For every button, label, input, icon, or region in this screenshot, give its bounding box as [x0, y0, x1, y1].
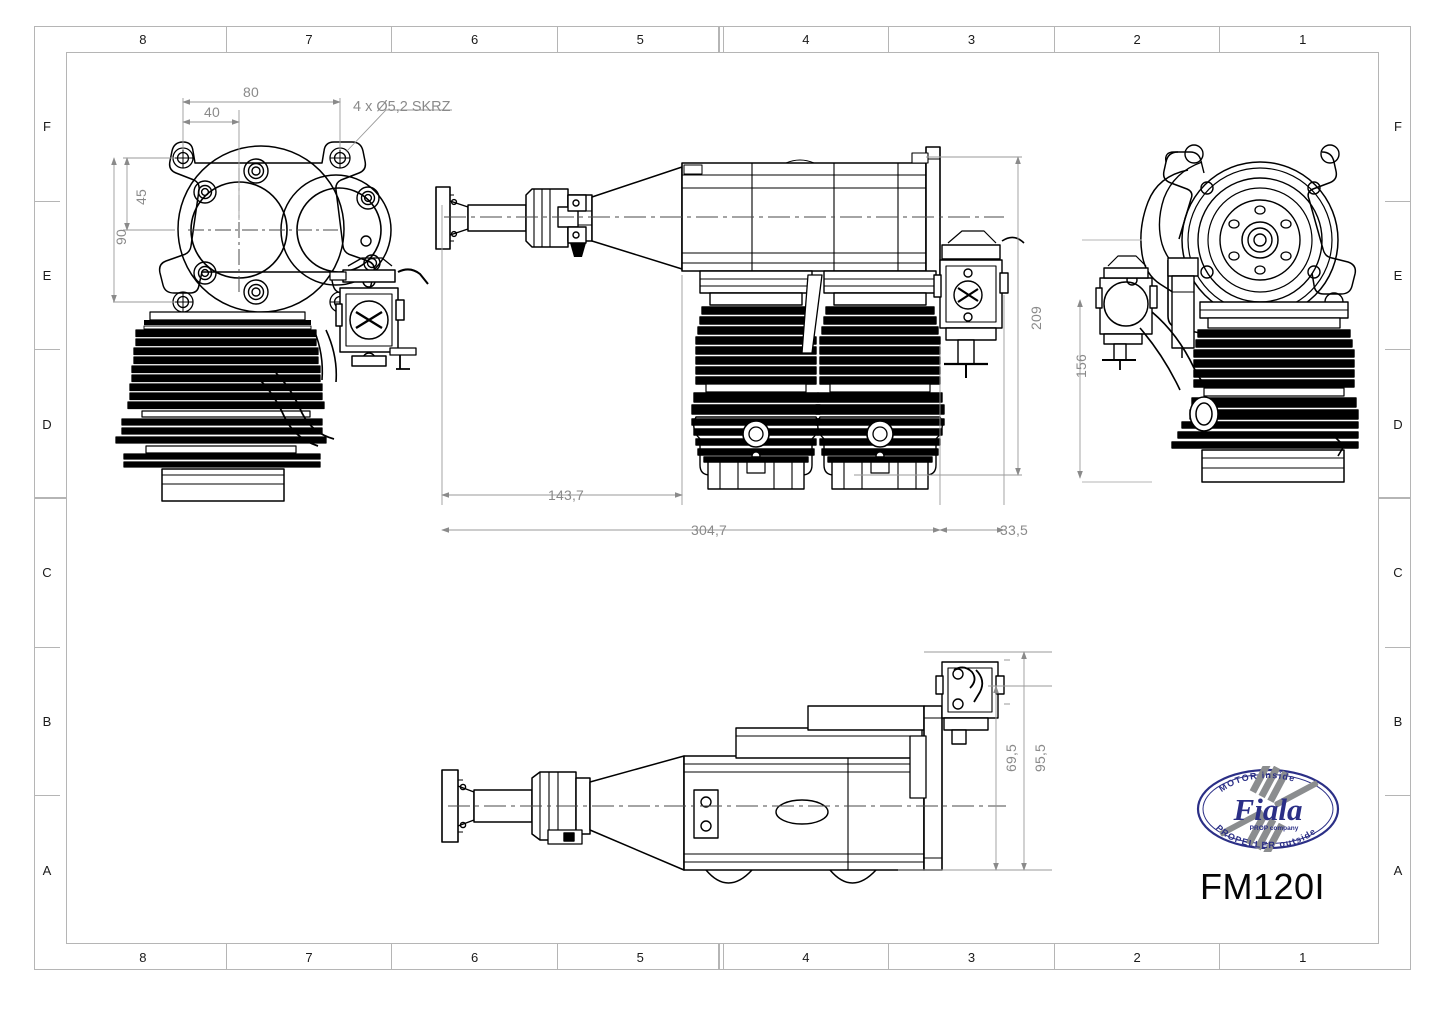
- zone-row-C-left: C: [34, 498, 60, 647]
- rear-dim-156: 156: [1073, 354, 1089, 378]
- side-dim-33-5: 33,5: [1000, 522, 1029, 538]
- center-mark-bottom: [718, 944, 720, 970]
- zone-col-2-top: 2: [1053, 26, 1220, 52]
- zone-row-E-left: E: [34, 200, 60, 350]
- center-mark-top: [718, 26, 720, 52]
- zone-row-F-left: F: [43, 118, 51, 134]
- zone-col-6-bottom: 6: [391, 944, 557, 970]
- zone-col-1-top: 1: [1219, 26, 1385, 52]
- zone-col-2-bottom: 2: [1053, 944, 1220, 970]
- front-view-dimensions: [111, 80, 460, 303]
- zone-col-4-bottom: 4: [722, 944, 889, 970]
- zone-row-B-left: B: [34, 646, 60, 796]
- side-dim-304-7: 304,7: [691, 522, 728, 538]
- top-dim-95-5: 95,5: [1032, 743, 1048, 772]
- zone-row-B-right: B: [1385, 646, 1411, 796]
- zone-row-E-right: E: [1385, 200, 1411, 350]
- logo-brand-text: Fiala: [1233, 792, 1303, 827]
- rear-view-dimensions: [1077, 299, 1083, 479]
- zone-row-D-left: D: [34, 349, 60, 498]
- zone-col-3-bottom: 3: [888, 944, 1054, 970]
- front-dim-40: 40: [204, 104, 220, 120]
- zone-col-1-bottom: 1: [1219, 944, 1385, 970]
- zone-row-A-left: A: [34, 795, 60, 944]
- zone-col-5-bottom: 5: [556, 944, 723, 970]
- zone-row-F-right: F: [1394, 118, 1402, 134]
- zone-row-A-right: A: [1385, 795, 1411, 944]
- front-dim-90: 90: [113, 229, 129, 245]
- zone-col-7-bottom: 7: [225, 944, 392, 970]
- logo-sub-text: PROP company: [1250, 825, 1299, 832]
- zone-row-C-right: C: [1385, 498, 1411, 647]
- top-dim-69-5: 69,5: [1003, 743, 1019, 772]
- zone-row-D-right: D: [1385, 349, 1411, 498]
- fiala-logo: Fiala PROP company MOTOR inside PROPELLE…: [1196, 766, 1340, 852]
- zone-col-3-top: 3: [888, 26, 1054, 52]
- hole-note-label: 4 x Ø5,2 SKRZ: [353, 99, 451, 115]
- drawing-frame-inner: [66, 52, 1379, 944]
- zone-col-8-top: 8: [139, 31, 147, 47]
- side-dim-143-7: 143,7: [548, 487, 585, 503]
- side-view-dimensions: [441, 156, 1034, 533]
- front-dim-45: 45: [133, 189, 149, 205]
- zone-col-8-bottom: 8: [139, 949, 147, 965]
- rear-view-drawing: [1082, 132, 1372, 492]
- zone-col-7-top: 7: [225, 26, 392, 52]
- side-dim-209: 209: [1028, 306, 1044, 330]
- front-view-drawing: [100, 80, 440, 500]
- top-view-dimensions: [428, 651, 1068, 871]
- front-dim-80: 80: [243, 84, 259, 100]
- zone-col-4-top: 4: [722, 26, 889, 52]
- zone-col-6-top: 6: [391, 26, 557, 52]
- part-number-label: FM120I: [1200, 866, 1326, 907]
- center-mark-right: [1379, 497, 1411, 499]
- top-view-drawing: [428, 640, 1008, 890]
- side-view-drawing: [434, 145, 1004, 500]
- center-mark-left: [34, 497, 66, 499]
- zone-col-5-top: 5: [556, 26, 723, 52]
